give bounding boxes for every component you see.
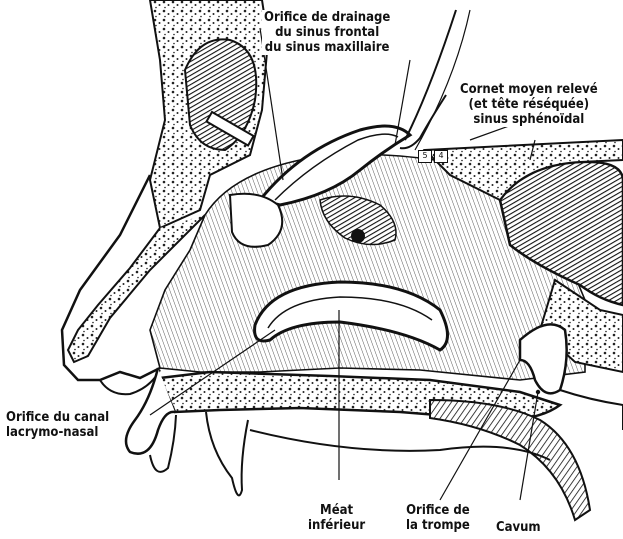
label-cornet-line3: sinus sphénoïdal	[460, 112, 598, 127]
label-trompe-line1: Orifice de	[406, 503, 470, 518]
label-cavum: Cavum	[494, 520, 543, 535]
label-canal-line2: lacrymo-nasal	[6, 425, 109, 440]
tag-4: 4	[434, 150, 448, 163]
soft-palate	[430, 400, 590, 520]
label-drainage: Orifice de drainage du sinus frontal du …	[262, 10, 392, 55]
label-canal: Orifice du canal lacrymo-nasal	[4, 410, 111, 440]
label-trompe-line2: la trompe	[406, 518, 470, 533]
incisor	[206, 412, 248, 495]
tag-5: 5	[418, 150, 432, 163]
label-drainage-line3: du sinus maxillaire	[264, 40, 390, 55]
label-cornet-line1: Cornet moyen relevé	[460, 82, 598, 97]
label-drainage-line1: Orifice de drainage	[264, 10, 390, 25]
label-drainage-line2: du sinus frontal	[264, 25, 390, 40]
label-meat-line2: inférieur	[308, 518, 365, 533]
label-meat: Méat inférieur	[306, 503, 367, 533]
label-meat-line1: Méat	[308, 503, 365, 518]
bulla	[230, 194, 282, 247]
torus	[520, 324, 567, 393]
label-trompe: Orifice de la trompe	[404, 503, 472, 533]
probe-wire-3	[415, 10, 470, 150]
label-cornet: Cornet moyen relevé (et tête réséquée) s…	[458, 82, 600, 127]
label-canal-line1: Orifice du canal	[6, 410, 109, 425]
nasopharynx-wall	[560, 390, 623, 430]
label-cornet-line2: (et tête réséquée)	[460, 97, 598, 112]
